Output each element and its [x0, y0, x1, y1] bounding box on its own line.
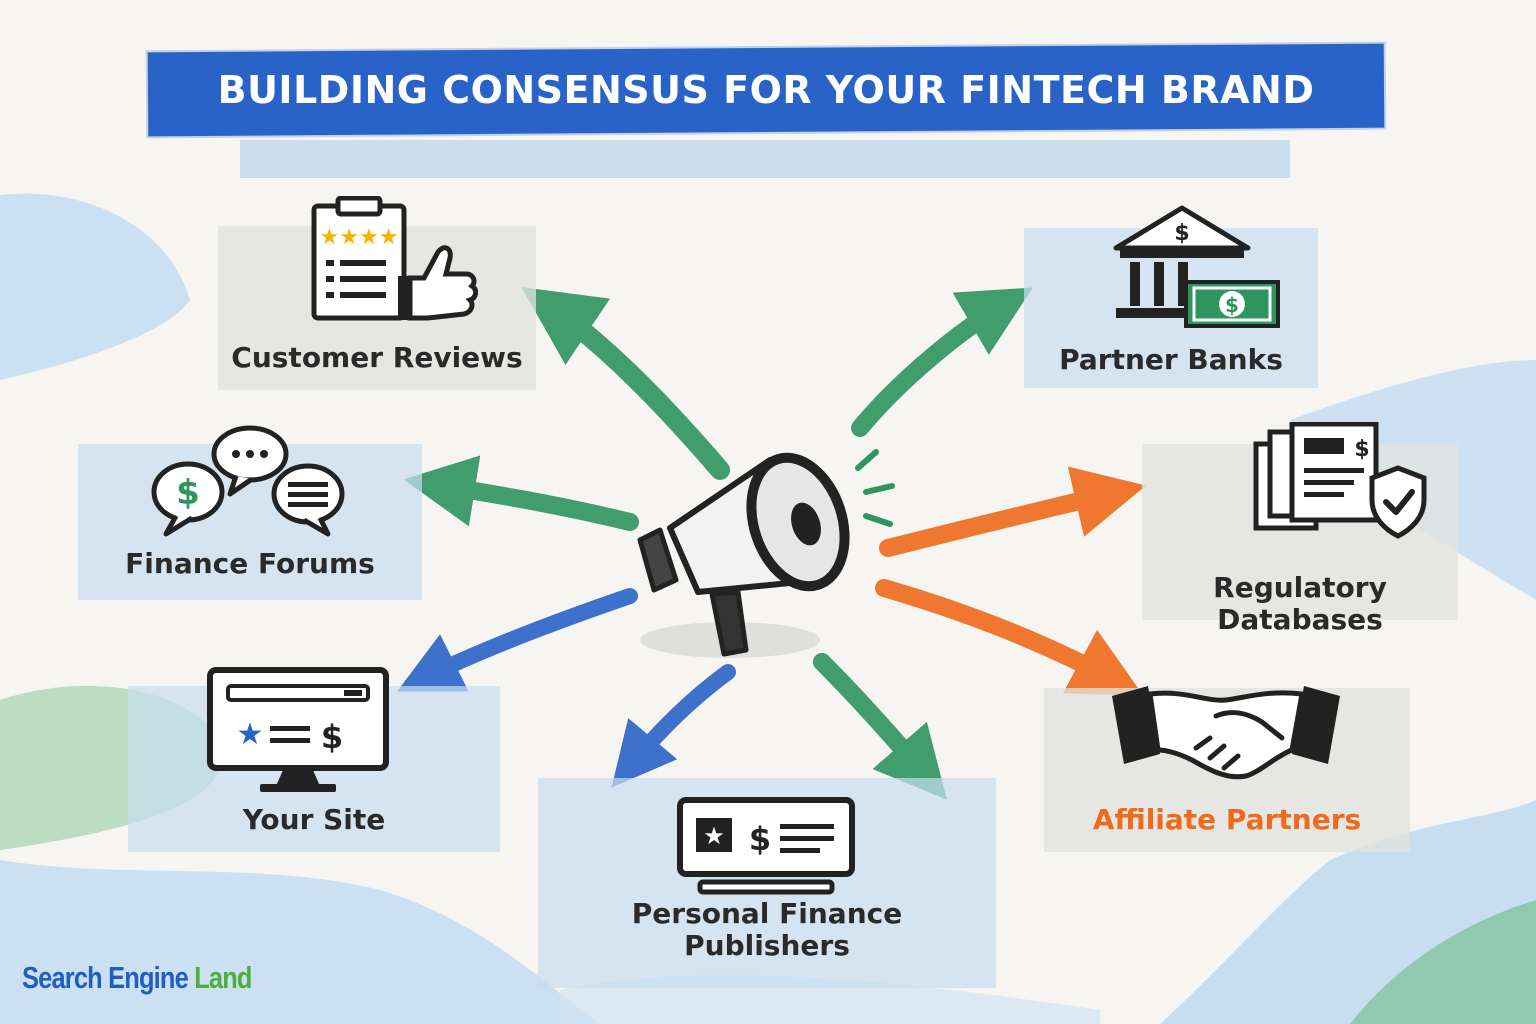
handshake-icon [1112, 686, 1340, 780]
regulatory-databases-card: $ Regulatory Databases [1142, 422, 1458, 636]
finance-forums-label: Finance Forums [125, 547, 375, 580]
arrow-to-affiliate-partners [875, 579, 1144, 696]
arrow-to-publishers [611, 664, 736, 788]
arrow-to-regulatory-databases [879, 466, 1147, 557]
documents-shield-icon: $ [1253, 422, 1427, 539]
monitor-website-icon: ★ $ [207, 667, 389, 792]
svg-text:★: ★ [703, 822, 725, 850]
page-title: BUILDING CONSENSUS FOR YOUR FINTECH BRAN… [217, 68, 1315, 112]
svg-text:★: ★ [237, 717, 264, 752]
partner-banks-card: $ $ Partner Banks [1024, 205, 1318, 388]
title-banner: BUILDING CONSENSUS FOR YOUR FINTECH BRAN… [147, 43, 1385, 137]
logo-word-search: Search [22, 960, 103, 995]
megaphone-icon [637, 449, 895, 658]
logo-word-land: Land [194, 960, 252, 995]
svg-text:$: $ [1354, 437, 1369, 462]
customer-reviews-card: ★★★★ Customer Reviews [218, 196, 536, 390]
svg-text:$: $ [321, 718, 343, 756]
svg-text:$: $ [176, 473, 200, 513]
arrow-to-publishers-green [813, 653, 947, 800]
arrow-to-finance-forums [403, 455, 639, 531]
your-site-card: ★ $ Your Site [128, 667, 500, 852]
customer-reviews-label: Customer Reviews [231, 341, 523, 374]
svg-text:$: $ [1174, 221, 1189, 246]
arrow-to-customer-reviews [521, 287, 730, 480]
finance-forums-card: $ Finance Forums [78, 425, 422, 600]
partner-banks-label: Partner Banks [1059, 343, 1283, 376]
arrow-to-partner-banks [851, 287, 1033, 437]
svg-text:★★★★: ★★★★ [320, 225, 399, 250]
logo-word-engine: Engine [108, 960, 189, 995]
bank-cash-icon: $ $ [1113, 205, 1280, 328]
publishers-label-line1: Personal Finance [631, 897, 903, 930]
review-clipboard-thumbs-up-icon: ★★★★ [311, 196, 478, 321]
publisher-screen-icon: ★ $ [677, 797, 855, 895]
your-site-label: Your Site [242, 803, 386, 836]
publishers-label-line2: Publishers [684, 929, 850, 962]
affiliate-partners-card: Affiliate Partners [1044, 686, 1410, 852]
personal-finance-publishers-card: ★ $ Personal Finance Publishers [538, 778, 996, 988]
regulatory-databases-label: Regulatory Databases [1213, 571, 1387, 636]
affiliate-partners-label: Affiliate Partners [1092, 803, 1362, 836]
chat-bubbles-icon: $ [151, 425, 345, 537]
title-underline-wash [240, 140, 1290, 178]
search-engine-land-logo: Search Engine Land [22, 960, 252, 996]
svg-text:$: $ [1225, 293, 1239, 317]
svg-text:$: $ [749, 820, 771, 858]
arrow-to-your-site [397, 588, 638, 692]
